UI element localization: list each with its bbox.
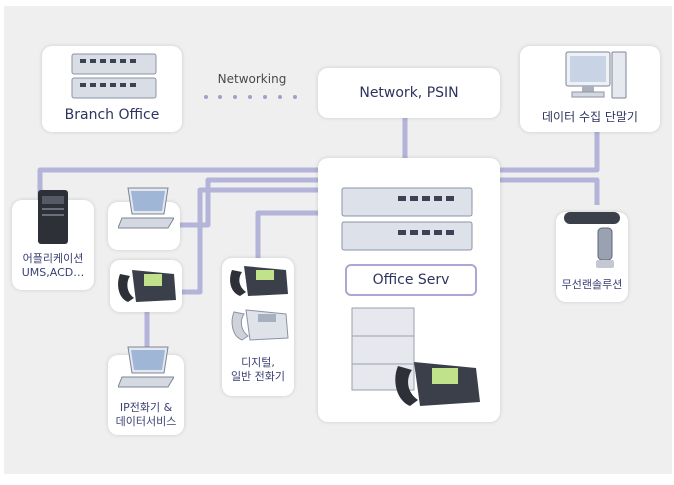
application-label-line1: 어플리케이션 xyxy=(22,252,84,265)
dot-3 xyxy=(233,95,237,99)
application-card: 어플리케이션 UMS,ACD… xyxy=(12,190,94,290)
network-psin-card: Network, PSIN xyxy=(318,68,500,118)
dot-7 xyxy=(293,95,297,99)
connector-laptop xyxy=(180,177,320,228)
ip-data-label-line1: IP전화기 & xyxy=(119,401,173,414)
dot-6 xyxy=(278,95,282,99)
digital-phone-label-line2: 일반 전화기 xyxy=(230,370,286,383)
desktop-computer-icon xyxy=(565,51,627,99)
ip-phone-icon xyxy=(395,362,480,406)
wireless-label: 무선랜솔루션 xyxy=(561,278,623,291)
ip-data-label-line2: 데이터서비스 xyxy=(115,415,177,428)
tower-server-icon xyxy=(38,190,68,244)
branch-office-card: Branch Office xyxy=(42,46,182,132)
dot-5 xyxy=(263,95,267,99)
data-terminal-card: 데이터 수집 단말기 xyxy=(520,46,660,132)
ip-data-card: IP전화기 & 데이터서비스 xyxy=(108,346,184,435)
network-psin-label: Network, PSIN xyxy=(359,85,459,101)
office-serv-label: Office Serv xyxy=(345,264,477,296)
branch-office-label: Branch Office xyxy=(64,107,160,123)
wireless-card: 무선랜솔루션 xyxy=(556,212,628,302)
laptop-icon xyxy=(118,346,174,388)
ip-phone-icon xyxy=(230,266,288,296)
connector-phone-col xyxy=(182,187,320,295)
connector-right-trunk xyxy=(500,130,600,173)
connector-right-wireless xyxy=(500,177,600,205)
laptop-card xyxy=(108,187,180,250)
dot-2 xyxy=(218,95,222,99)
server-rack-icon xyxy=(71,53,157,99)
data-terminal-label: 데이터 수집 단말기 xyxy=(542,110,638,124)
dot-1 xyxy=(204,95,208,99)
laptop-icon xyxy=(118,187,174,229)
ip-phone-card xyxy=(110,260,182,312)
desk-phone-icon xyxy=(231,309,289,341)
dot-4 xyxy=(248,95,252,99)
application-label-line2: UMS,ACD… xyxy=(21,266,85,279)
networking-label: Networking xyxy=(217,72,287,86)
digital-phone-card: 디지털, 일반 전화기 xyxy=(222,258,294,396)
wireless-handset-icon xyxy=(596,227,614,268)
connector-digital xyxy=(255,210,320,258)
pbx-system-icon xyxy=(341,187,473,251)
wireless-ap-icon xyxy=(564,212,620,224)
ip-phone-icon xyxy=(118,270,176,302)
digital-phone-label-line1: 디지털, xyxy=(241,356,275,369)
